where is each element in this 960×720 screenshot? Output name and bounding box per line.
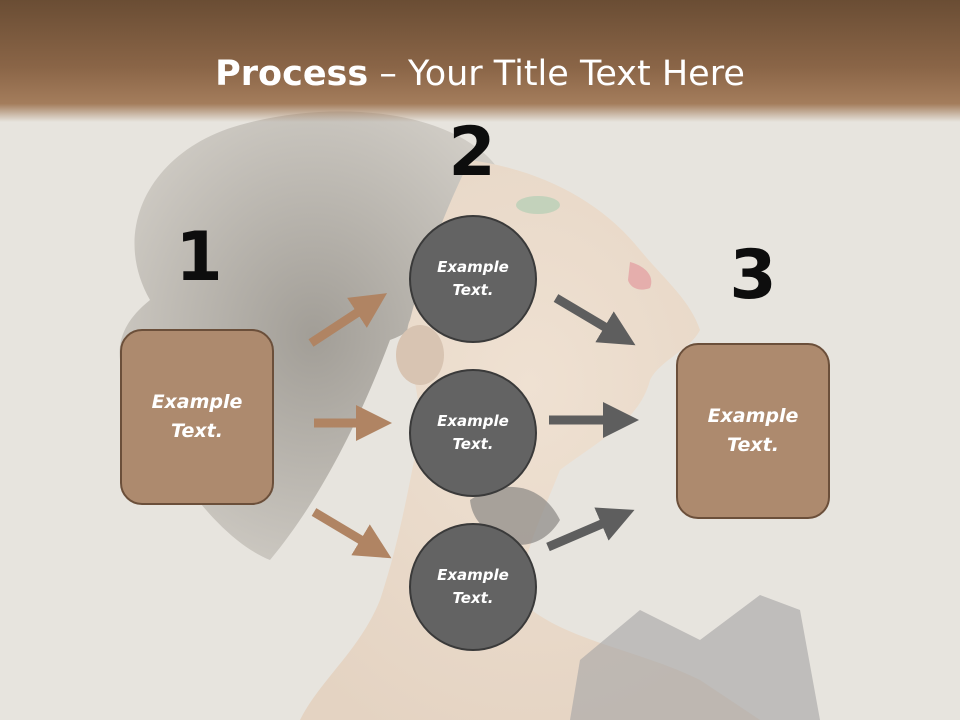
top-circle[interactable]: Example Text. <box>409 215 537 343</box>
arrow-bottom-to-right <box>546 507 635 552</box>
left-box-text: Example Text. <box>151 391 243 442</box>
slide-title: Process – Your Title Text Here <box>0 52 960 96</box>
top-circle-text: Example Text. <box>437 258 509 299</box>
right-box[interactable]: Example Text. <box>676 343 830 519</box>
left-box[interactable]: Example Text. <box>120 329 274 505</box>
title-bold: Process <box>215 54 369 94</box>
bottom-circle[interactable]: Example Text. <box>409 523 537 651</box>
step-number-3: 3 <box>729 236 777 315</box>
title-rest: – Your Title Text Here <box>368 54 745 94</box>
arrow-left-to-top <box>308 293 388 347</box>
middle-circle-text: Example Text. <box>437 412 509 453</box>
title-bar <box>0 0 960 122</box>
step-number-2: 2 <box>448 113 496 192</box>
arrow-top-to-right <box>553 294 636 346</box>
bottom-circle-text: Example Text. <box>437 566 509 607</box>
arrow-left-to-bottom <box>311 508 392 559</box>
step-number-1: 1 <box>175 218 223 297</box>
right-box-text: Example Text. <box>707 405 799 456</box>
middle-circle[interactable]: Example Text. <box>409 369 537 497</box>
